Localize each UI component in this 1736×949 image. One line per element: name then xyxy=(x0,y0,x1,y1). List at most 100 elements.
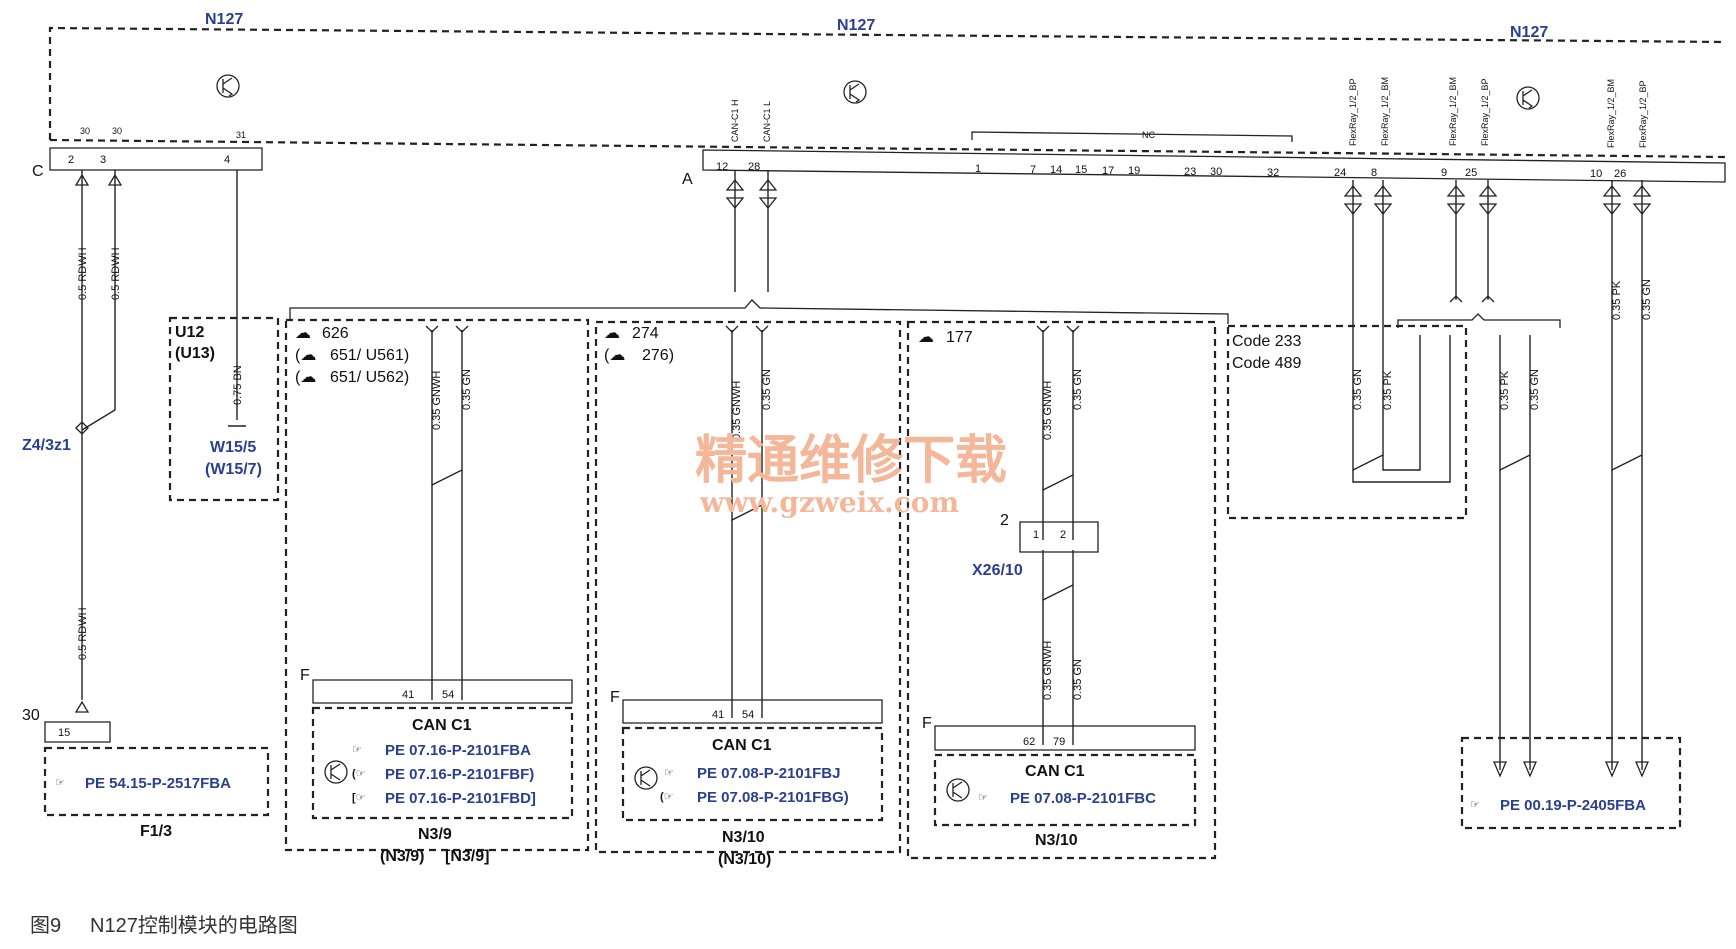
pin-label: 10 xyxy=(1590,168,1602,180)
n39-section xyxy=(284,318,590,852)
n310b-connector xyxy=(934,725,1196,751)
reference-icon: ☞ xyxy=(978,792,988,804)
pin-signal-label: CAN-C1 L xyxy=(762,101,772,142)
u12-label: U12 xyxy=(175,324,204,341)
pin-label: 28 xyxy=(748,161,760,173)
code-label: Code 489 xyxy=(1232,355,1301,372)
pin-signal-label: FlexRay_1/2_BM xyxy=(1448,77,1458,146)
can-label: CAN C1 xyxy=(712,737,772,754)
pin-label: 25 xyxy=(1465,167,1477,179)
reference-code: PE 07.16-P-2101FBA xyxy=(385,742,531,759)
wire-label: 0.35 GN xyxy=(761,369,773,410)
watermark-text: 精通维修下载 xyxy=(695,430,1007,491)
pin-label: 32 xyxy=(1267,167,1279,179)
wire-label: 0.35 PK xyxy=(1382,370,1394,410)
option-code: 276) xyxy=(642,347,674,364)
pin-signal-label: FlexRay_1/2_BM xyxy=(1380,77,1390,146)
wire-label: 0.35 GN xyxy=(1529,369,1541,410)
reference-code: PE 00.19-P-2405FBA xyxy=(1500,797,1646,814)
pin-signal-label: 31 xyxy=(236,130,246,140)
pin-label: 12 xyxy=(716,161,728,173)
option-code: 651/ U562) xyxy=(330,369,409,386)
code-cloud-icon: (☁ xyxy=(604,347,625,364)
component-label: F1/3 xyxy=(140,823,172,840)
connector-a xyxy=(702,149,1726,183)
reference-code: PE 07.08-P-2101FBG) xyxy=(697,789,849,806)
n39-wires xyxy=(425,325,469,700)
module-label-2: N127 xyxy=(837,17,875,34)
code-cloud-icon: ☁ xyxy=(604,325,620,342)
flexray-wires xyxy=(1343,180,1652,778)
target-label: W15/5 xyxy=(210,439,256,456)
reference-icon: [☞ xyxy=(352,792,366,804)
splice-label: Z4/3z1 xyxy=(22,437,71,454)
connector-label: X26/10 xyxy=(972,562,1023,579)
component-label-alt: (N3/9) xyxy=(380,848,424,865)
n310a-section xyxy=(594,320,902,854)
n127-module xyxy=(48,26,1726,159)
transistor-icon xyxy=(324,760,348,784)
reference-icon: (☞ xyxy=(352,768,366,780)
pin-signal-label: FlexRay_1/2_BP xyxy=(1638,80,1648,148)
n310b-box xyxy=(933,753,1197,827)
module-label-1: N127 xyxy=(205,11,243,28)
reference-code: PE 07.16-P-2101FBF) xyxy=(385,766,534,783)
reference-icon: (☞ xyxy=(660,791,674,803)
f13-connector xyxy=(44,721,111,743)
pin-label: 30 xyxy=(22,707,40,724)
pin-label: 41 xyxy=(402,689,414,701)
reference-code: PE 07.16-P-2101FBD] xyxy=(385,790,536,807)
f-label: F xyxy=(610,689,620,706)
wire-label: 0.35 PK xyxy=(1611,280,1623,320)
n310b-section xyxy=(906,320,1217,860)
wire-label: 0.35 GN xyxy=(1072,659,1084,700)
option-code: 274 xyxy=(632,325,659,342)
pin-label: 54 xyxy=(742,709,754,721)
component-label-alt: [N3/9] xyxy=(445,848,489,865)
watermark-url: www.gzweix.com xyxy=(699,486,959,519)
option-code: 626 xyxy=(322,325,349,342)
transistor-icon xyxy=(1516,86,1540,110)
pin-label: 3 xyxy=(100,154,106,166)
n39-box xyxy=(311,706,574,820)
wire-label: 0.35 PK xyxy=(1499,370,1511,410)
x26-connector xyxy=(1019,521,1099,553)
wire-label: 0.5 RDWH xyxy=(77,247,89,300)
pin-label: 2 xyxy=(1060,529,1066,541)
reference-code: PE 07.08-P-2101FBC xyxy=(1010,790,1156,807)
pin-label: 15 xyxy=(1075,164,1087,176)
transistor-icon xyxy=(634,766,658,790)
wire-label: 0.35 GN xyxy=(1641,279,1653,320)
pin-signal-label: CAN-C1 H xyxy=(730,99,740,142)
pin-label: 79 xyxy=(1053,736,1065,748)
target-label-alt: (W15/7) xyxy=(205,461,262,478)
can-label: CAN C1 xyxy=(412,717,472,734)
wire-label: 0.75 BN xyxy=(232,365,244,405)
pin-signal-label: FlexRay_1/2_BP xyxy=(1348,78,1358,146)
n310b-wires xyxy=(1036,325,1080,745)
pin-label: 19 xyxy=(1128,165,1140,177)
can-wires xyxy=(725,170,778,292)
pin-label: 14 xyxy=(1050,164,1062,176)
code-box xyxy=(1226,324,1468,520)
pin-label: 7 xyxy=(1030,164,1036,176)
reference-icon: ☞ xyxy=(55,777,65,789)
component-label: N3/10 xyxy=(1035,832,1078,849)
n310a-connector xyxy=(622,699,883,724)
u12-box xyxy=(168,316,280,502)
pin-label: 24 xyxy=(1334,167,1346,179)
nc-label: NC xyxy=(1142,130,1155,140)
pin-label: 23 xyxy=(1184,166,1196,178)
reference-code: PE 54.15-P-2517FBA xyxy=(85,775,231,792)
pin-signal-label: FlexRay_1/2_BM xyxy=(1606,79,1616,148)
pin-label: 15 xyxy=(58,727,70,739)
u12-label-alt: (U13) xyxy=(175,345,215,362)
reference-icon: ☞ xyxy=(1470,799,1480,811)
pin-label: 8 xyxy=(1371,167,1377,179)
figure-number: 图9 xyxy=(30,915,61,937)
code-label: Code 233 xyxy=(1232,333,1301,350)
f-label: F xyxy=(922,715,932,732)
component-label-alt: (N3/10) xyxy=(718,851,771,868)
pin-signal-label: FlexRay_1/2_BP xyxy=(1480,78,1490,146)
